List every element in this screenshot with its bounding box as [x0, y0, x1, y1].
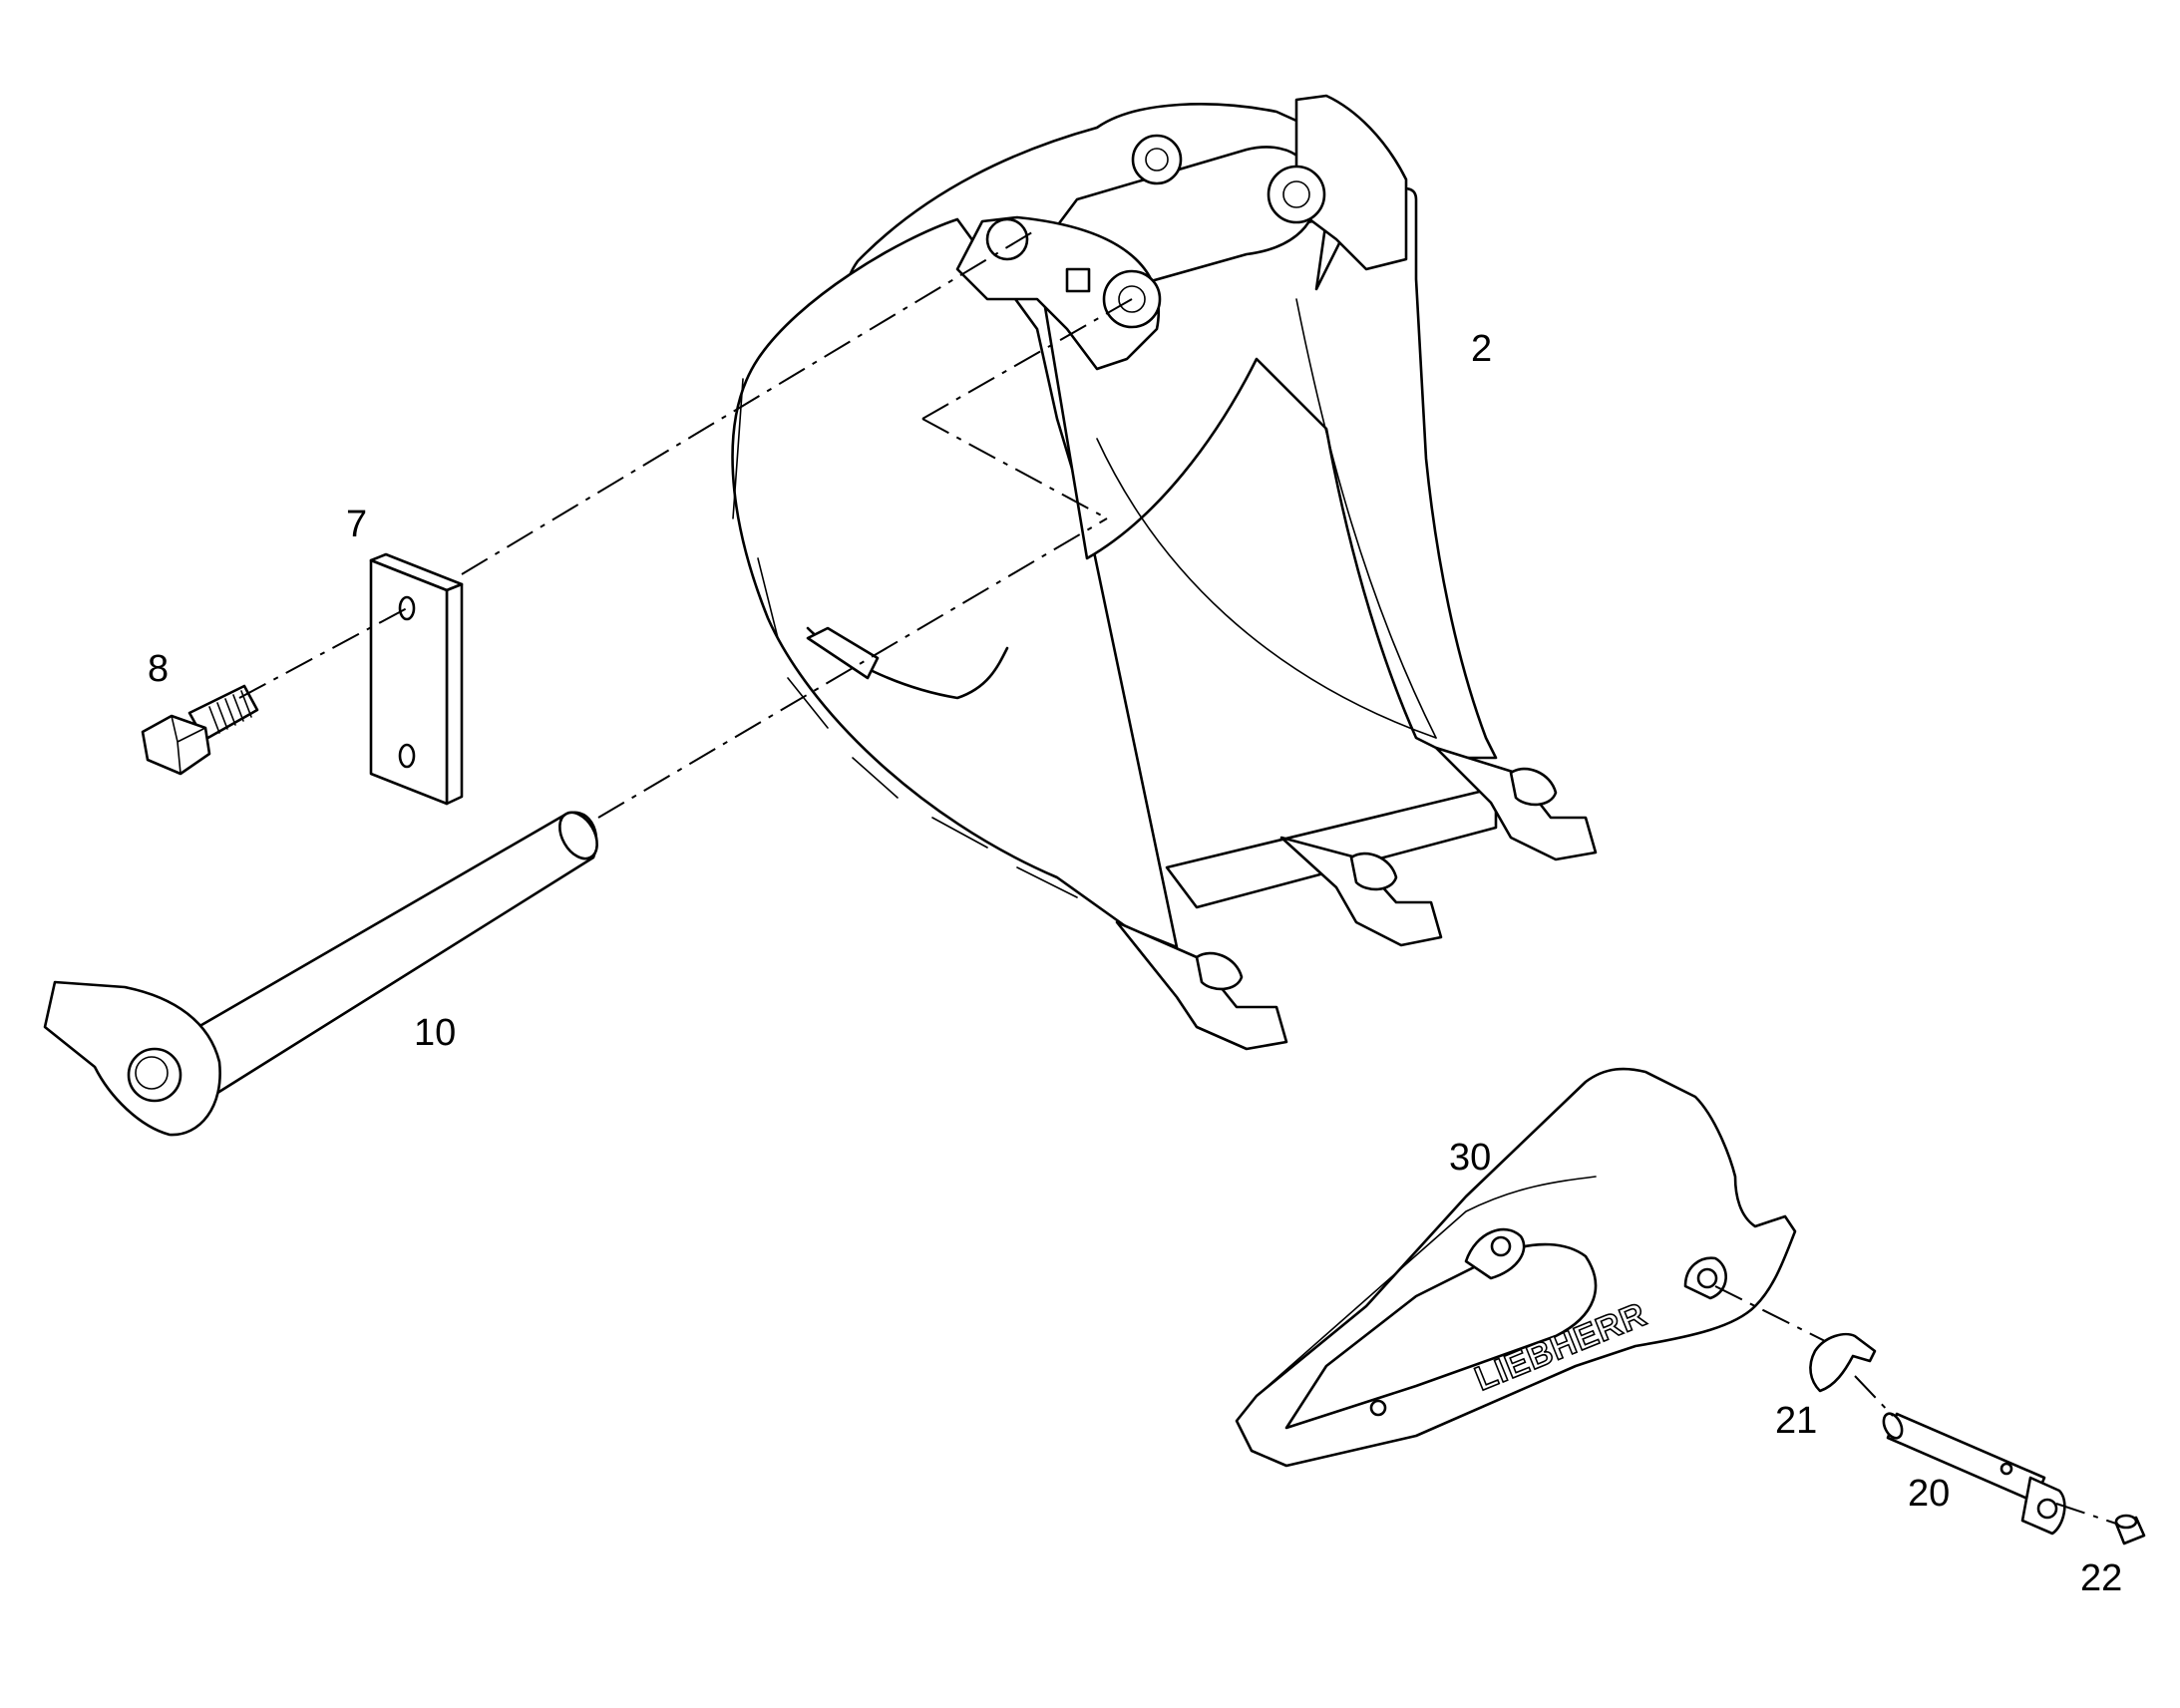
callout-plate: 7 — [346, 504, 367, 545]
bucket-right-bore-2 — [1267, 165, 1326, 224]
axis-pin-upper — [921, 298, 1133, 420]
callout-pin: 10 — [414, 1012, 456, 1054]
callout-tooth-pin: 20 — [1908, 1473, 1950, 1515]
bucket — [731, 94, 1598, 1051]
callout-tooth: 30 — [1449, 1137, 1491, 1179]
plate-hole-bottom — [398, 743, 416, 769]
plate-front-face — [369, 558, 449, 806]
pin-end-face — [558, 811, 598, 860]
bolt-thread — [208, 690, 252, 734]
tooth-pin-end — [1882, 1412, 1904, 1440]
retainer-body — [1809, 1332, 1877, 1393]
bucket-cutting-edge — [1165, 786, 1498, 909]
axis-lines — [238, 228, 2117, 1525]
bucket-right-bracket — [1294, 94, 1408, 271]
bucket-left-bore-1 — [985, 217, 1029, 261]
bucket-right-bore-1-inner — [1145, 148, 1169, 171]
pin-collar — [127, 1047, 182, 1103]
bucket-inner-curve — [1096, 438, 1437, 739]
bucket-wear-strips — [732, 378, 1078, 898]
cap — [2114, 1514, 2146, 1545]
plate — [369, 552, 464, 806]
bucket-tooth-right — [1434, 746, 1598, 861]
pin-shaft — [187, 811, 598, 1097]
plate-side-face — [445, 582, 464, 806]
tooth-pin-cross-hole — [1999, 1462, 2013, 1476]
pin-collar-inner — [135, 1056, 169, 1090]
tooth: LIEBHERR — [1235, 1067, 1797, 1468]
bolt — [141, 684, 259, 776]
pin — [43, 811, 598, 1137]
bucket-right-bore-2-inner — [1282, 180, 1310, 208]
axis-plate-to-bracket — [461, 228, 1038, 575]
tooth-boss-side-hole — [1696, 1267, 1718, 1289]
bucket-lock-tab — [1065, 267, 1091, 293]
bucket-inner-curve-2 — [1295, 298, 1437, 739]
tooth-top-ridge — [1256, 1176, 1597, 1397]
bucket-right-bore-1 — [1131, 134, 1183, 185]
pin-head-plate — [43, 980, 221, 1137]
tooth-pin-head-hole — [2036, 1498, 2058, 1520]
axis-pin-to-cap — [2055, 1503, 2117, 1525]
tooth-pin — [1882, 1412, 2066, 1536]
bucket-back-plate — [731, 217, 1179, 949]
callout-cap: 22 — [2080, 1557, 2122, 1599]
tooth-boss-top-hole — [1490, 1235, 1512, 1257]
callout-bolt: 8 — [148, 648, 169, 690]
axis-pin-to-bucket — [597, 517, 1108, 819]
axis-bolt-to-plate — [238, 607, 408, 699]
axis-retainer-to-pin — [1854, 1375, 1894, 1417]
axis-tooth-to-retainer — [1714, 1285, 1826, 1342]
bucket-tooth-middle — [1279, 836, 1443, 947]
bucket-side-lug — [806, 626, 880, 680]
callout-retainer: 21 — [1775, 1400, 1817, 1442]
plate-hole-top — [398, 595, 416, 621]
bolt-head — [141, 714, 211, 776]
tooth-small-hole — [1369, 1399, 1387, 1417]
bucket-left-bore-2-inner — [1118, 285, 1146, 313]
axis-pin-connector — [921, 418, 1108, 519]
callout-bucket: 2 — [1471, 328, 1492, 370]
bucket-tooth-left — [1115, 920, 1288, 1051]
retainer — [1809, 1332, 1877, 1393]
bolt-head-edge — [171, 715, 206, 775]
cap-top — [2114, 1514, 2138, 1530]
